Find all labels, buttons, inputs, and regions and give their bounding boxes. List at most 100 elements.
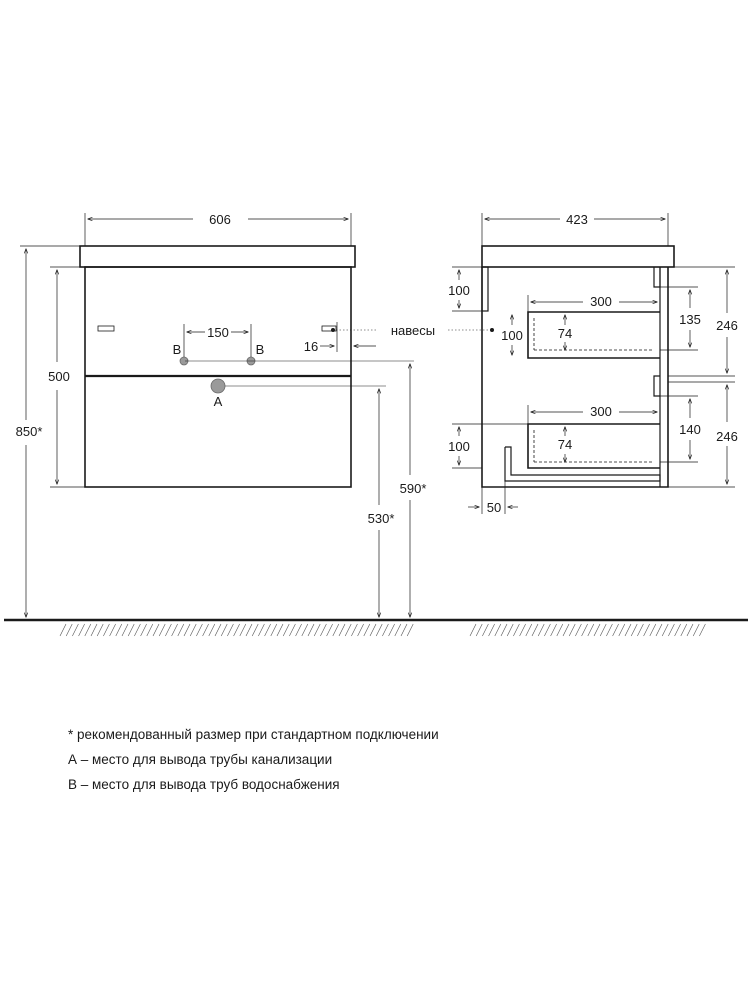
floor-hatch-stroke (165, 623, 172, 637)
floor-hatch-stroke (239, 623, 247, 637)
floor-hatch-stroke (537, 623, 545, 637)
floor-hatch-stroke (208, 623, 216, 637)
floor-hatch-stroke (177, 623, 185, 637)
floor-hatch-stroke (84, 623, 92, 637)
floor-hatch-stroke (338, 623, 346, 637)
floor-hatch-stroke (134, 623, 141, 637)
sewage-outlet (210, 378, 226, 394)
side-fascia-top (653, 267, 661, 288)
label-a: A (214, 394, 223, 409)
hinges-label: навесы (391, 323, 435, 338)
dim-hinge-offset-16: 16 (304, 339, 318, 354)
floor-hatch-stroke (375, 623, 383, 637)
floor-hatch-stroke (649, 623, 657, 637)
floor-hatch-stroke (506, 623, 514, 637)
drawer-2 (527, 423, 660, 469)
floor-hatch-stroke (643, 623, 650, 637)
floor-hatch-stroke (624, 623, 632, 637)
note-sewage: А – место для вывода трубы канализации (68, 752, 333, 767)
note-recommended: * рекомендованный размер при стандартном… (68, 727, 439, 742)
dim-drawer2-length-300: 300 (590, 404, 612, 419)
floor-hatch-stroke (692, 623, 700, 637)
dim-body-height-500: 500 (48, 369, 70, 384)
floor-hatch-stroke (661, 623, 669, 637)
dim-top-100: 100 (448, 283, 470, 298)
drawer-1 (527, 311, 660, 359)
floor-hatch-stroke (388, 623, 395, 637)
floor-hatch-stroke (270, 623, 278, 637)
notes-block: * рекомендованный размер при стандартном… (68, 722, 708, 797)
dim-depth-423: 423 (566, 212, 588, 227)
floor-hatch-stroke (556, 623, 564, 637)
hinge-mark-left (97, 325, 115, 332)
floor-hatch-stroke (282, 623, 290, 637)
floor-hatch-stroke (189, 623, 197, 637)
floor-hatch-stroke (295, 623, 302, 637)
floor-hatch-stroke (109, 623, 116, 637)
floor (4, 618, 748, 637)
floor-hatch-stroke (655, 623, 663, 637)
floor-hatch-stroke (320, 623, 327, 637)
floor-hatch-stroke (183, 623, 191, 637)
floor-hatch-stroke (406, 623, 414, 637)
floor-hatch-stroke (202, 623, 209, 637)
floor-hatch-stroke (606, 623, 613, 637)
floor-hatch-stroke (612, 623, 619, 637)
floor-hatch-stroke (699, 623, 706, 637)
floor-hatch-stroke (593, 623, 601, 637)
floor-hatch-stroke (196, 623, 203, 637)
note-water: В – место для вывода труб водоснабжения (68, 777, 340, 792)
floor-hatch-stroke (344, 623, 352, 637)
floor-hatch-stroke (394, 623, 402, 637)
floor-hatch-stroke (382, 623, 389, 637)
floor-hatch-stroke (152, 623, 160, 637)
dim-drawer2-inner-74: 74 (558, 437, 572, 452)
side-top-panel (481, 266, 489, 312)
floor-hatch-stroke (475, 623, 483, 637)
dim-drawer1-length-300: 300 (590, 294, 612, 309)
floor-hatch-stroke (115, 623, 123, 637)
dim-sewage-height-530: 530* (368, 511, 395, 526)
floor-hatch-stroke (351, 623, 358, 637)
floor-hatch-stroke (313, 623, 321, 637)
floor-hatch-stroke (78, 623, 85, 637)
floor-hatch-stroke (587, 623, 595, 637)
dim-pipe-spacing-150: 150 (207, 325, 229, 340)
floor-hatch-stroke (121, 623, 129, 637)
floor-hatch-stroke (482, 623, 489, 637)
floor-hatch-stroke (90, 623, 98, 637)
floor-hatch-stroke (544, 623, 551, 637)
floor-hatch-stroke (562, 623, 570, 637)
floor-hatch-stroke (245, 623, 253, 637)
floor-hatch-stroke (575, 623, 582, 637)
floor-hatch-stroke (332, 623, 340, 637)
floor-hatch-stroke (127, 623, 135, 637)
floor-hatch-stroke (59, 623, 67, 637)
floor-hatch-stroke (400, 623, 408, 637)
hinge-mark-right (321, 325, 337, 332)
floor-hatch-stroke (326, 623, 333, 637)
dim-width-606: 606 (209, 212, 231, 227)
floor-hatch-stroke (289, 623, 296, 637)
front-view: 606 500 850* B B 150 A 590* (16, 212, 494, 617)
dim-water-height-590: 590* (400, 481, 427, 496)
floor-hatch-stroke (581, 623, 588, 637)
floor-hatch-stroke (369, 623, 377, 637)
floor-hatch-stroke (227, 623, 234, 637)
floor-hatch-stroke (146, 623, 154, 637)
floor-hatch-stroke (668, 623, 675, 637)
floor-hatch-stroke (488, 623, 495, 637)
dim-drawer1-height-100: 100 (501, 328, 523, 343)
floor-hatch-stroke (686, 623, 694, 637)
side-countertop (481, 245, 675, 268)
floor-hatch-stroke (680, 623, 688, 637)
floor-hatch-stroke (550, 623, 557, 637)
floor-hatch-stroke (637, 623, 644, 637)
floor-hatch-right (469, 623, 706, 637)
floor-hatch-stroke (531, 623, 539, 637)
dim-drawer2-140: 140 (679, 422, 701, 437)
floor-hatch-stroke (214, 623, 222, 637)
hinge-point-front (331, 328, 335, 332)
floor-hatch-stroke (630, 623, 638, 637)
